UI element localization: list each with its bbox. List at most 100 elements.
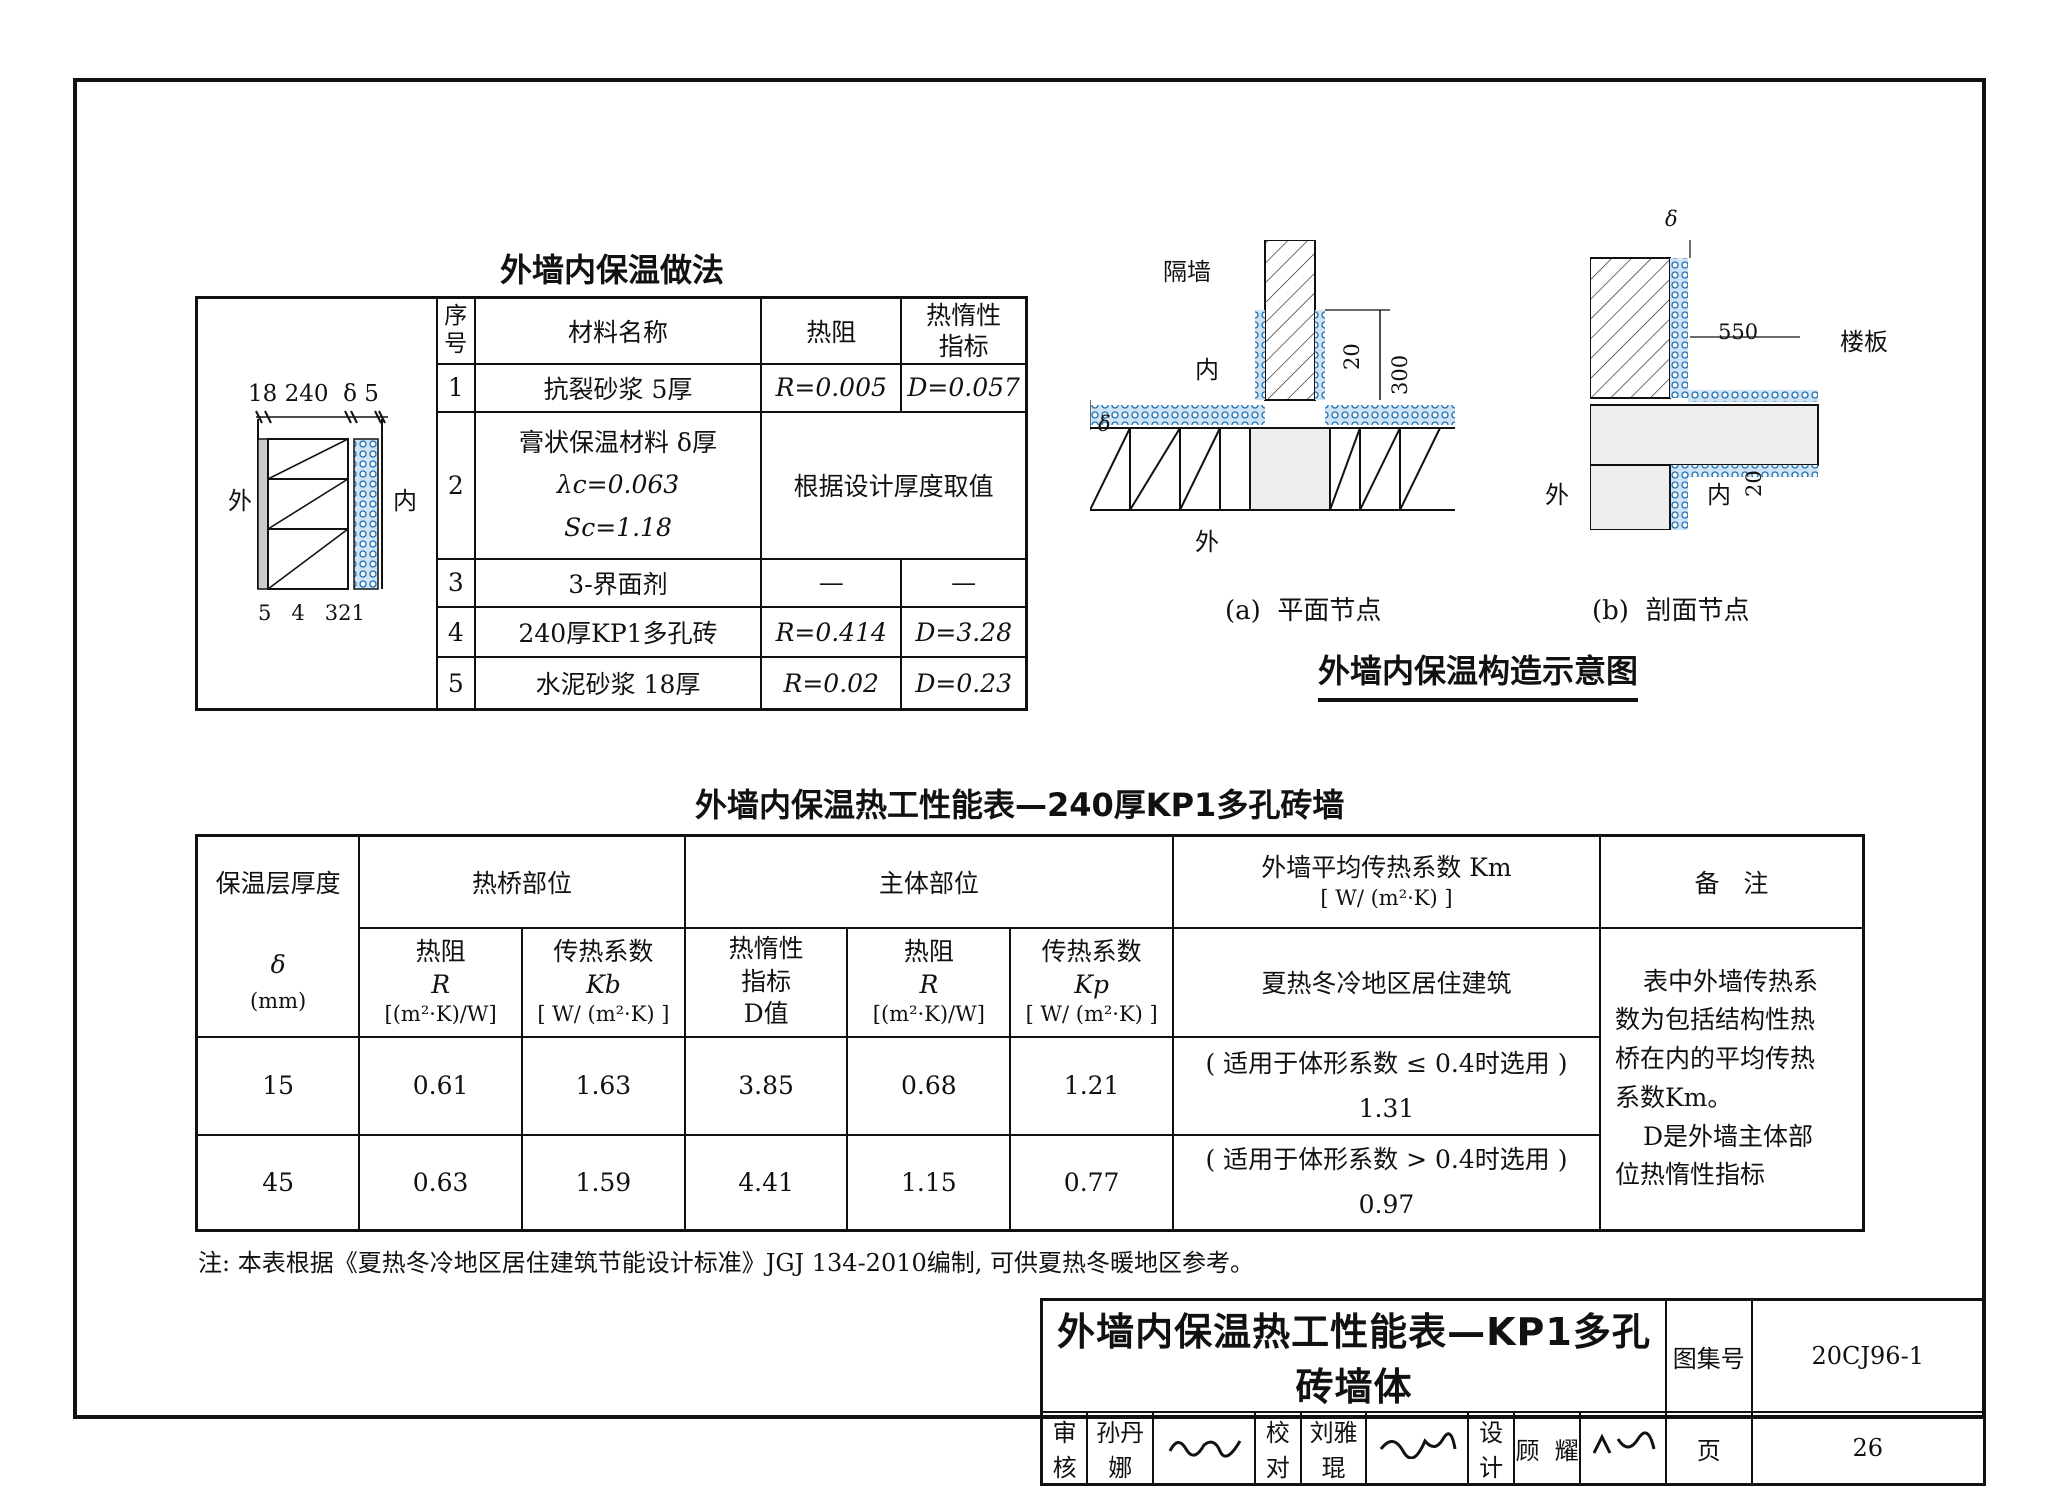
row4-material: 240厚KP1多孔砖 xyxy=(473,605,763,659)
diagram-title: 外墙内保温做法 xyxy=(500,251,725,289)
row15-km: 1.31 xyxy=(1358,1093,1415,1123)
bridge-kb-header: 传热系数 Kb [ W/ (m²·K) ] xyxy=(521,926,686,1038)
remark-line-2: 数为包括结构性热 xyxy=(1614,1005,1815,1035)
row45-km: 0.97 xyxy=(1358,1190,1415,1220)
row2-material: 膏状保温材料 δ厚 xyxy=(518,427,717,457)
atlas-number: 20CJ96-1 xyxy=(1750,1298,1986,1413)
row1-inertia: D=0.057 xyxy=(900,362,1028,414)
thickness-mm: (mm) xyxy=(249,988,307,1013)
row2-s: Sc=1.18 xyxy=(564,512,672,542)
thickness-unit-cell: δ (mm) xyxy=(195,927,361,1038)
plan-inside-label: 内 xyxy=(1195,356,1219,384)
row5-seq: 5 xyxy=(435,656,476,711)
row2-seq: 2 xyxy=(435,411,476,560)
row3-seq: 3 xyxy=(435,557,476,608)
page-label: 页 xyxy=(1664,1411,1753,1486)
header-material: 材料名称 xyxy=(473,296,763,365)
row2-material-cell: 膏状保温材料 δ厚 λc=0.063 Sc=1.18 xyxy=(473,411,763,560)
remark-line-5: D是外墙主体部 xyxy=(1642,1121,1813,1151)
remark-header: 备 注 xyxy=(1598,834,1865,929)
row5-resistance: R=0.02 xyxy=(760,656,903,711)
row45-k-main: 0.77 xyxy=(1009,1133,1174,1232)
section-outside-label: 外 xyxy=(1545,481,1569,509)
remark-line-3: 桥在内的平均传热 xyxy=(1614,1044,1815,1074)
header-resistance: 热阻 xyxy=(760,296,903,365)
plan-dim-20: 20 xyxy=(1340,343,1364,370)
row45-thickness: 45 xyxy=(195,1133,361,1232)
performance-table: 保温层厚度 热桥部位 主体部位 外墙平均传热系数 Km [ W/ (m²·K) … xyxy=(195,834,1865,1232)
row45-r-main: 1.15 xyxy=(846,1133,1012,1232)
reviewer-name: 孙丹娜 xyxy=(1086,1411,1155,1486)
row1-resistance: R=0.005 xyxy=(760,362,903,414)
section-caption: (b) 剖面节点 xyxy=(1592,596,1750,626)
section-dim-550: 550 xyxy=(1718,320,1759,344)
review-label: 审核 xyxy=(1040,1411,1089,1486)
section-floor-slab-label: 楼板 xyxy=(1840,328,1888,356)
plan-caption: (a) 平面节点 xyxy=(1225,596,1382,626)
plan-dim-300: 300 xyxy=(1388,354,1412,395)
wall-section-drawing xyxy=(255,410,388,590)
row2-merged: 根据设计厚度取值 xyxy=(760,411,1028,560)
avg-k-header: 外墙平均传热系数 Km [ W/ (m²·K) ] xyxy=(1172,834,1601,929)
wall-inside-label: 内 xyxy=(393,487,417,515)
row4-resistance: R=0.414 xyxy=(760,605,903,659)
row5-inertia: D=0.23 xyxy=(900,656,1028,711)
row15-k-bridge: 1.63 xyxy=(521,1035,686,1136)
checker-signature xyxy=(1365,1411,1470,1486)
construction-title: 外墙内保温构造示意图 xyxy=(1318,646,1639,702)
main-r-symbol: R xyxy=(919,969,939,999)
row15-condition: ( 适用于体形系数 ≤ 0.4时选用 ) xyxy=(1205,1048,1568,1078)
row45-r-bridge: 0.63 xyxy=(358,1133,524,1232)
row3-inertia: — xyxy=(900,557,1028,608)
main-kp-label: 传热系数 xyxy=(1041,937,1142,967)
plan-partition-label: 隔墙 xyxy=(1163,258,1211,286)
row15-thickness: 15 xyxy=(195,1035,361,1136)
remark-line-1: 表中外墙传热系 xyxy=(1642,966,1818,996)
bridge-r-header: 热阻 R [(m²·K)/W] xyxy=(358,926,524,1038)
row45-d: 4.41 xyxy=(683,1133,849,1232)
row45-km-cell: ( 适用于体形系数 > 0.4时选用 ) 0.97 xyxy=(1172,1133,1601,1232)
check-label: 校对 xyxy=(1253,1411,1302,1486)
performance-title: 外墙内保温热工性能表—240厚KP1多孔砖墙 xyxy=(695,786,1345,824)
thickness-delta: δ xyxy=(270,949,286,979)
main-d-label2: 指标 xyxy=(741,966,792,996)
main-d-label3: D值 xyxy=(743,999,789,1029)
row45-k-bridge: 1.59 xyxy=(521,1133,686,1232)
row3-material: 3-界面剂 xyxy=(473,557,763,608)
wall-dims: 18 240 δ 5 xyxy=(248,381,379,407)
design-label: 设计 xyxy=(1467,1411,1516,1486)
title-block: 外墙内保温热工性能表—KP1多孔砖墙体 图集号 20CJ96-1 审核 孙丹娜 … xyxy=(1040,1298,1986,1486)
bridge-r-label: 热阻 xyxy=(415,937,466,967)
bridge-kb-symbol: Kb xyxy=(586,969,621,999)
remark-line-6: 位热惰性指标 xyxy=(1614,1160,1765,1190)
section-delta-label: δ xyxy=(1665,207,1678,231)
layers-table: 18 240 δ 5 外 内 5 4 321 序号 材料名称 热阻 热惰性指标 … xyxy=(195,296,1028,711)
header-seq: 序号 xyxy=(435,296,476,365)
wall-outside-label: 外 xyxy=(228,487,252,515)
row15-km-cell: ( 适用于体形系数 ≤ 0.4时选用 ) 1.31 xyxy=(1172,1035,1601,1136)
footnote: 注: 本表根据《夏热冬冷地区居住建筑节能设计标准》JGJ 134-2010编制,… xyxy=(198,1249,1255,1277)
bridge-kb-label: 传热系数 xyxy=(553,937,654,967)
region-header: 夏热冬冷地区居住建筑 xyxy=(1172,926,1601,1038)
row1-material: 抗裂砂浆 5厚 xyxy=(473,362,763,414)
section-node-drawing xyxy=(1590,240,1819,530)
avg-k-unit: [ W/ (m²·K) ] xyxy=(1320,885,1453,910)
row2-lambda: λc=0.063 xyxy=(556,470,680,500)
section-inside-label: 内 xyxy=(1707,481,1731,509)
main-kp-symbol: Kp xyxy=(1074,969,1109,999)
wall-layer-numbers: 5 4 321 xyxy=(258,601,365,625)
plan-outside-label: 外 xyxy=(1195,528,1219,556)
row3-resistance: — xyxy=(760,557,903,608)
section-dim-20: 20 xyxy=(1742,470,1766,497)
main-kp-header: 传热系数 Kp [ W/ (m²·K) ] xyxy=(1009,926,1174,1038)
bridge-r-symbol: R xyxy=(431,969,451,999)
header-inertia: 热惰性指标 xyxy=(900,296,1028,365)
bridge-r-unit: [(m²·K)/W] xyxy=(384,1002,497,1027)
row4-inertia: D=3.28 xyxy=(900,605,1028,659)
row15-r-main: 0.68 xyxy=(846,1035,1012,1136)
row45-condition: ( 适用于体形系数 > 0.4时选用 ) xyxy=(1205,1145,1568,1175)
main-d-label1: 热惰性 xyxy=(728,934,804,964)
bridge-kb-unit: [ W/ (m²·K) ] xyxy=(537,1002,670,1027)
bridge-header: 热桥部位 xyxy=(358,834,686,929)
thickness-header: 保温层厚度 xyxy=(195,834,361,928)
